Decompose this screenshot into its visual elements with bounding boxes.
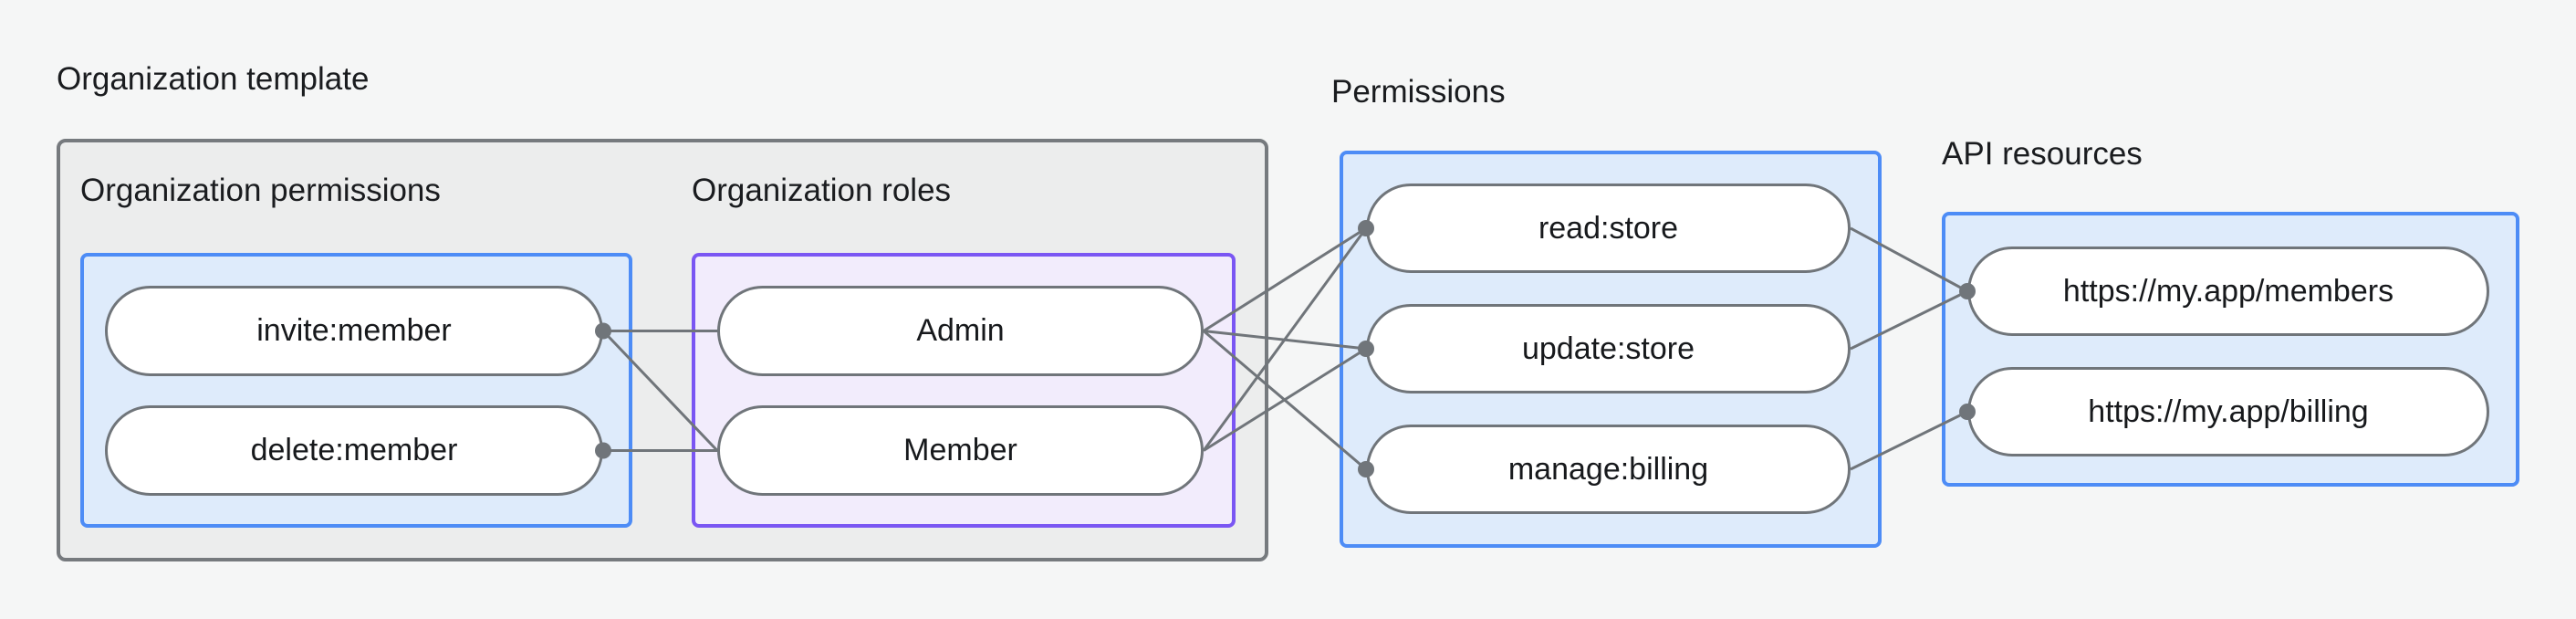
group-label-org-roles: Organization roles	[692, 173, 952, 208]
node-member: Member	[717, 405, 1204, 496]
node-delete-member: delete:member	[105, 405, 603, 496]
node-read-store: read:store	[1366, 184, 1851, 273]
group-label-org-permissions: Organization permissions	[80, 173, 441, 208]
diagram-title: Organization template	[57, 61, 370, 97]
group-label-permissions: Permissions	[1331, 74, 1506, 110]
node-admin: Admin	[717, 286, 1204, 376]
node-invite-member: invite:member	[105, 286, 603, 376]
node-update-store: update:store	[1366, 304, 1851, 393]
node-manage-billing: manage:billing	[1366, 425, 1851, 514]
group-label-api-resources: API resources	[1942, 136, 2143, 172]
node-members-url: https://my.app/members	[1967, 247, 2489, 336]
node-billing-url: https://my.app/billing	[1967, 367, 2489, 456]
